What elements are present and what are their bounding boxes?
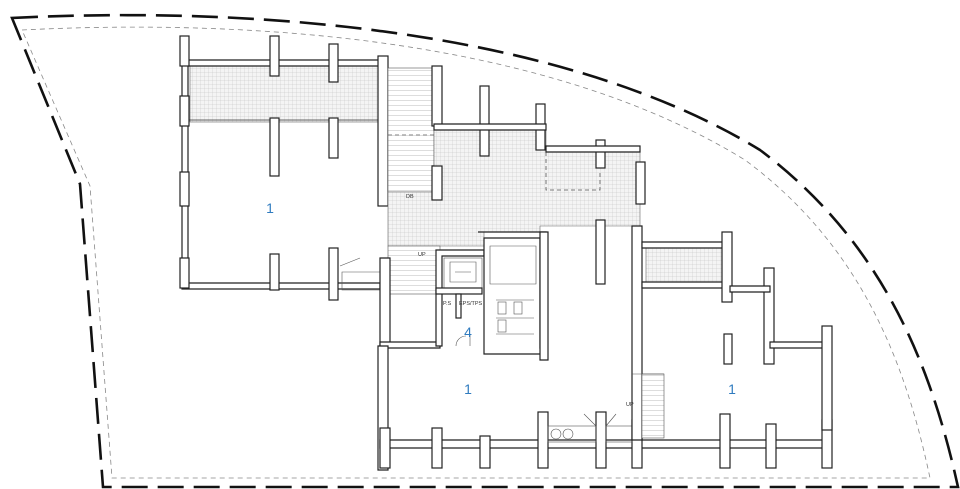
label-db: DB: [406, 194, 414, 200]
east-block: [631, 225, 833, 441]
label-up-core: UP: [418, 252, 426, 258]
site-boundary-outer: [10, 13, 960, 489]
core-block: [379, 231, 549, 361]
room-number-north-west: 1: [266, 200, 274, 216]
west-block: [179, 35, 389, 301]
label-up-east: UP: [626, 402, 634, 408]
south-block: [377, 345, 833, 471]
label-ps: P.S: [443, 301, 451, 307]
site-boundary-inner: [21, 26, 931, 479]
central-corridor: [387, 65, 646, 295]
label-eps-tps: EPS/TPS: [459, 301, 483, 307]
room-number-core: 4: [464, 324, 472, 340]
room-number-east: 1: [728, 381, 736, 397]
room-number-south-centre: 1: [464, 381, 472, 397]
